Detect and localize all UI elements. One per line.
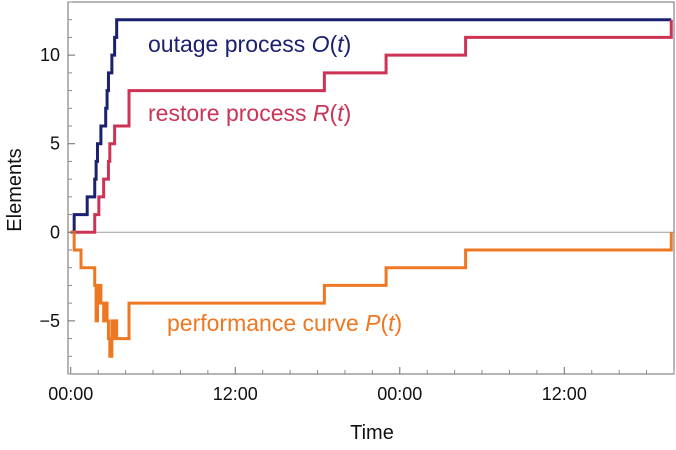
y-tick-label-4: 10 <box>40 45 60 65</box>
y-tick-label-2: 0 <box>50 222 60 242</box>
annotation-3: performance curve P(t) <box>167 310 402 336</box>
x-tick-label-3: 00:00 <box>377 384 422 404</box>
y-axis-label: Elements <box>4 148 26 231</box>
y-tick-label-1: −5 <box>39 311 60 331</box>
annotation-2: restore process R(t) <box>148 100 351 126</box>
series-line-1 <box>70 18 672 234</box>
plot-frame <box>67 1 675 375</box>
y-tick-label-3: 5 <box>50 134 60 154</box>
annotation-1: outage process O(t) <box>148 31 351 57</box>
x-tick-label-2: 12:00 <box>213 384 258 404</box>
series-line-2 <box>70 19 673 234</box>
x-tick-label-4: 12:00 <box>542 384 587 404</box>
series-line-3 <box>70 230 673 358</box>
x-tick-label-1: 00:00 <box>48 384 93 404</box>
x-axis-label: Time <box>350 422 394 444</box>
